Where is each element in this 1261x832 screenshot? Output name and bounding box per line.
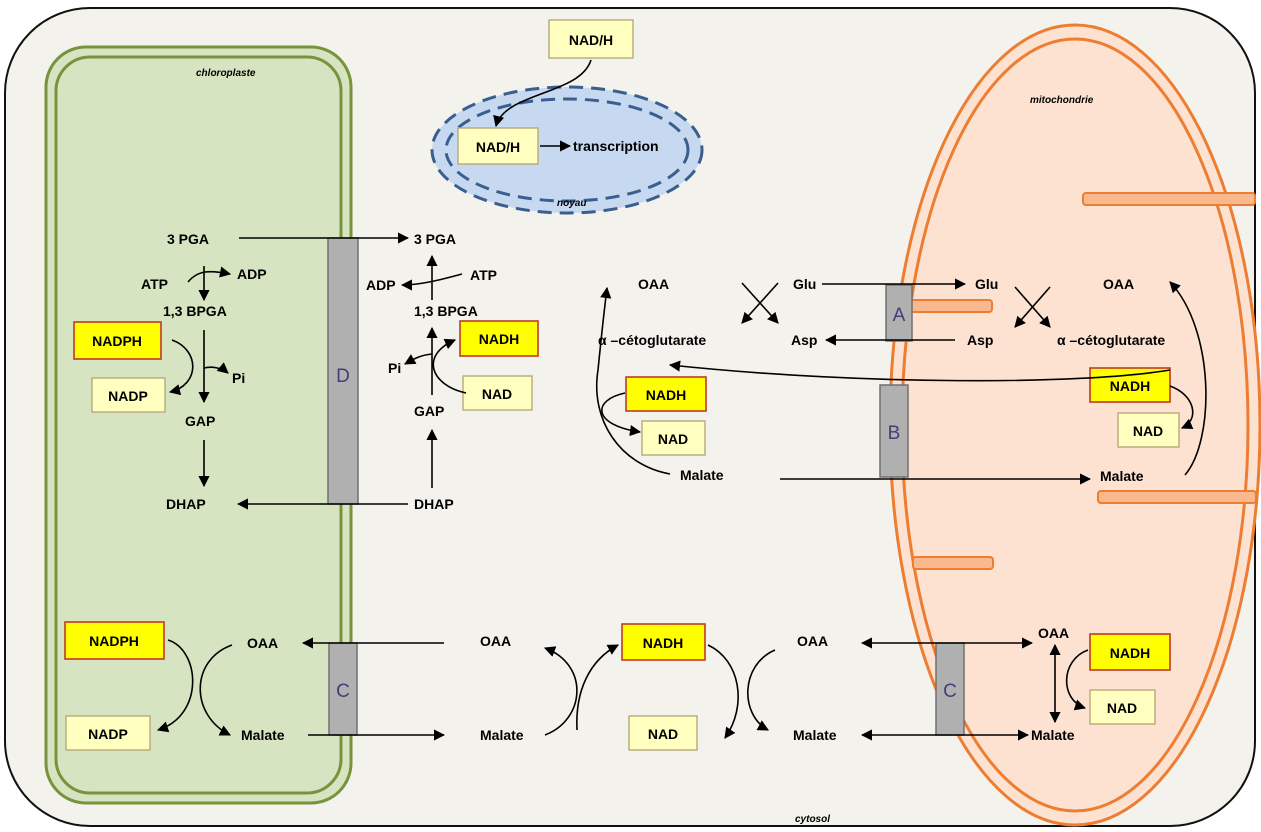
cyto-shuttle-arrows	[236, 232, 467, 510]
chloro-pi: Pi	[232, 370, 245, 386]
cyto-oaa-b1: OAA	[480, 633, 511, 649]
mito-akg: α –cétoglutarate	[1057, 332, 1165, 348]
cyto-nad3: NAD	[648, 726, 678, 742]
cyto-nadh: NADH	[479, 331, 519, 347]
chloro-nadp: NADP	[108, 388, 148, 404]
mal-asp-shuttle-arrows	[596, 278, 1207, 485]
transporter-c-chloroplast	[328, 642, 358, 736]
cyto-nadh2-box	[625, 376, 707, 412]
mitochondrion-cristae	[909, 192, 1257, 570]
cyto-nadh3-box	[621, 623, 706, 661]
cyto-nadh3: NADH	[643, 635, 683, 651]
cyto-nadh2: NADH	[646, 387, 686, 403]
nucleus-nadh-inside: NAD/H	[476, 139, 520, 155]
cyto-dhap: DHAP	[414, 496, 454, 512]
transporter-c-mitochondrion-label: C	[943, 681, 957, 702]
chloro-calvin-arrows	[168, 266, 232, 488]
chloro-mdh-arrows	[156, 639, 233, 736]
mito-nadh: NADH	[1110, 378, 1150, 394]
mito-asp: Asp	[967, 332, 993, 348]
mito-nad-box	[1117, 412, 1180, 448]
cyto-nad-box	[462, 375, 533, 411]
transporter-c-chloroplast-label: C	[336, 681, 350, 702]
cyto-adp: ADP	[366, 277, 396, 293]
mito-nad2: NAD	[1107, 700, 1137, 716]
mito-glu: Glu	[975, 276, 998, 292]
chloro-nadph: NADPH	[92, 333, 142, 349]
mito-oaa2: OAA	[1038, 625, 1069, 641]
nucleus-nadh-inside-box	[457, 127, 539, 165]
chloro-nadph2: NADPH	[89, 633, 139, 649]
cyto-oaa-b2: OAA	[797, 633, 828, 649]
cyto-glu: Glu	[793, 276, 816, 292]
mito-nad: NAD	[1133, 423, 1163, 439]
chloroplast-label: chloroplaste	[196, 68, 256, 79]
cyto-nad3-box	[628, 715, 698, 751]
chloro-adp: ADP	[237, 266, 267, 282]
cyto-3pga: 3 PGA	[414, 231, 456, 247]
transcription-label: transcription	[573, 138, 659, 154]
mito-malate2: Malate	[1031, 727, 1075, 743]
cyto-gap: GAP	[414, 403, 444, 419]
cyto-akg: α –cétoglutarate	[598, 332, 706, 348]
chloro-nadp2-box	[65, 715, 151, 751]
mito-oaa: OAA	[1103, 276, 1134, 292]
nucleus-label: noyau	[557, 198, 586, 209]
cyto-malate-mid: Malate	[680, 467, 724, 483]
cyto-malate-b2: Malate	[793, 727, 837, 743]
chloro-atp: ATP	[141, 276, 168, 292]
cytosol-label: cytosol	[795, 814, 830, 825]
transporter-d	[327, 237, 359, 505]
chloro-nadph-box	[73, 321, 162, 360]
transporter-a-label: A	[893, 305, 906, 326]
transporter-d-label: D	[336, 366, 350, 387]
cyto-oaa-top: OAA	[638, 276, 669, 292]
cyto-malate-b1: Malate	[480, 727, 524, 743]
chloro-nadph2-box	[64, 621, 165, 660]
chloro-malate: Malate	[241, 727, 285, 743]
mito-nad2-box	[1089, 689, 1156, 725]
mito-nadh2: NADH	[1110, 645, 1150, 661]
cyto-nad2: NAD	[658, 431, 688, 447]
cyto-asp: Asp	[791, 332, 817, 348]
mitochondrion-label: mitochondrie	[1030, 95, 1094, 106]
arrow-nadh-into-nucleus	[493, 59, 592, 128]
nucleus-inner-envelope	[444, 97, 690, 203]
chloro-oaa: OAA	[247, 635, 278, 651]
malate-valve-arrows	[301, 637, 1089, 741]
mito-nadh-box	[1089, 367, 1171, 403]
chloro-3pga: 3 PGA	[167, 231, 209, 247]
nucleus-nadh-outside-box	[548, 19, 634, 59]
cyto-nad2-box	[641, 420, 706, 456]
cyto-pi: Pi	[388, 360, 401, 376]
nucleus-nadh-outside: NAD/H	[569, 32, 613, 48]
cyto-nadh-box	[459, 320, 539, 357]
cyto-13bpga: 1,3 BPGA	[414, 303, 478, 319]
transporter-b-label: B	[888, 423, 901, 444]
chloro-nadp-box	[91, 377, 166, 413]
transporter-b	[879, 384, 909, 478]
cyto-nad: NAD	[482, 386, 512, 402]
chloro-13bpga: 1,3 BPGA	[163, 303, 227, 319]
chloro-gap: GAP	[185, 413, 215, 429]
chloro-nadp2: NADP	[88, 726, 128, 742]
chloro-dhap: DHAP	[166, 496, 206, 512]
mito-malate: Malate	[1100, 468, 1144, 484]
cyto-atp: ATP	[470, 267, 497, 283]
transporter-a	[885, 284, 913, 342]
mito-nadh2-box	[1089, 633, 1171, 671]
